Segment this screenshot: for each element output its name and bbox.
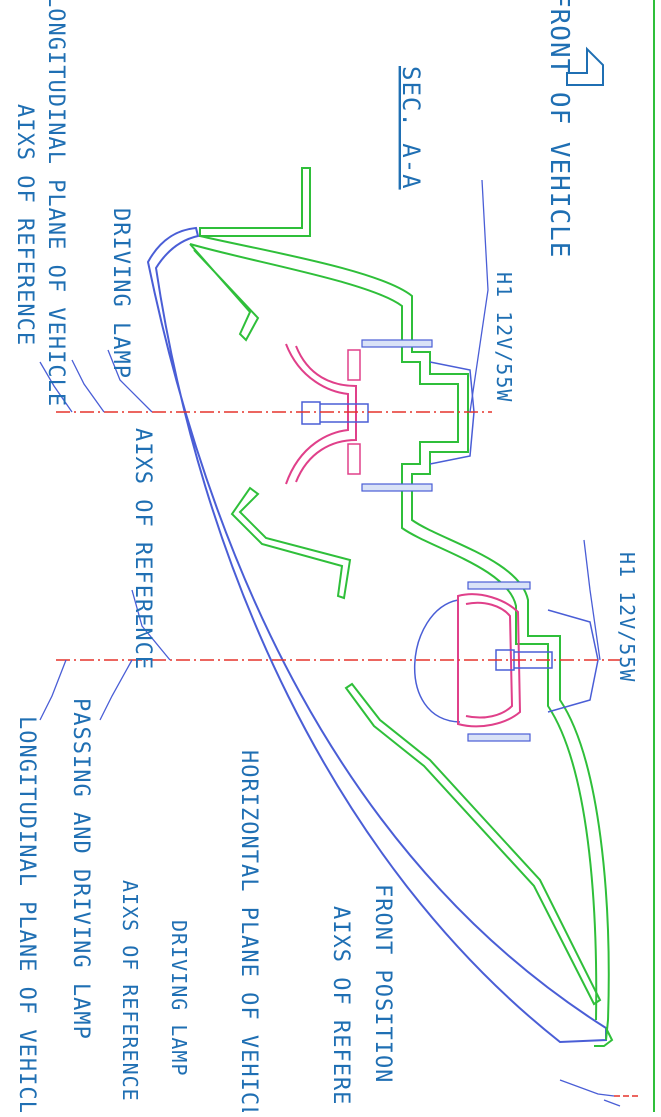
leader-lines (39, 179, 621, 1107)
aixs-reference-right-label: AIXS OF REFERENCE (118, 880, 142, 1102)
horizontal-plane-label: HORIZONTAL PLANE OF VEHICL (236, 750, 261, 1112)
passing-lamp-assembly (56, 581, 620, 742)
projector-lens (414, 599, 461, 723)
bulb-1-label: H1 12V/55W (492, 272, 516, 402)
front-of-vehicle-label: FRONT OF VEHICLE (544, 0, 574, 258)
longitudinal-plane-bottom-label: LONGITUDINAL PLANE OF VEHICLE (14, 716, 39, 1112)
driving-lamp-right-label: DRIVING LAMP (167, 920, 191, 1077)
aixs-reference-right2-label: AIXS OF REFERE (328, 906, 353, 1105)
outer-lens (146, 226, 607, 1044)
driving-lamp-bulb (301, 401, 369, 425)
passing-lamp-screw-bottom (467, 733, 531, 742)
driving-lamp-reflector (285, 343, 357, 485)
passing-lamp-bulb (495, 649, 553, 671)
driving-lamp-screw-bottom (361, 483, 433, 492)
driving-lamp-left-label: DRIVING LAMP (108, 208, 133, 379)
front-position-label: FRONT POSITION (370, 884, 395, 1083)
housing (189, 167, 614, 1047)
passing-lamp-reflector (457, 593, 522, 728)
passing-lamp-screw-top (467, 581, 531, 590)
longitudinal-plane-left-label: LONGITUDINAL PLANE OF VEHICLE (43, 0, 68, 407)
passing-driving-lamp-label: PASSING AND DRIVING LAMP (68, 698, 93, 1040)
section-label: SEC. A-A (397, 66, 425, 190)
aixs-reference-left-label: AIXS OF REFERENCE (12, 104, 37, 346)
arrow-left-outline-icon (566, 46, 604, 86)
driving-lamp-assembly (56, 339, 492, 492)
aixs-reference-mid-label: AIXS OF REFERENCE (130, 428, 155, 670)
driving-lamp-screw-top (361, 339, 433, 348)
bulb-2-label: H1 12V/55W (615, 552, 639, 682)
